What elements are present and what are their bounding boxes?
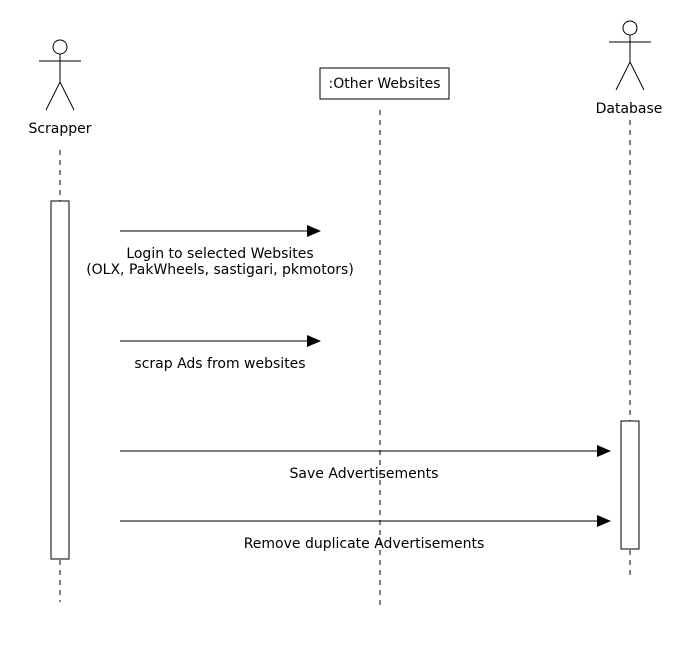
database-activation-bar xyxy=(620,420,640,550)
message-3-label: Save Advertisements xyxy=(290,466,439,482)
other-websites-box xyxy=(319,67,450,100)
scrapper-activation-bar xyxy=(50,200,70,560)
database-label: Database xyxy=(596,101,663,117)
message-1-label-line1: Login to selected Websites xyxy=(126,246,313,262)
message-4-label: Remove duplicate Advertisements xyxy=(244,536,485,552)
scrapper-label: Scrapper xyxy=(28,121,91,137)
scrapper-actor-figure xyxy=(39,39,81,111)
database-actor-figure xyxy=(609,20,651,91)
message-2-label: scrap Ads from websites xyxy=(134,356,305,372)
other-websites-label: :Other Websites xyxy=(328,76,440,92)
message-1-label-line2: (OLX, PakWheels, sastigari, pkmotors) xyxy=(86,262,354,278)
